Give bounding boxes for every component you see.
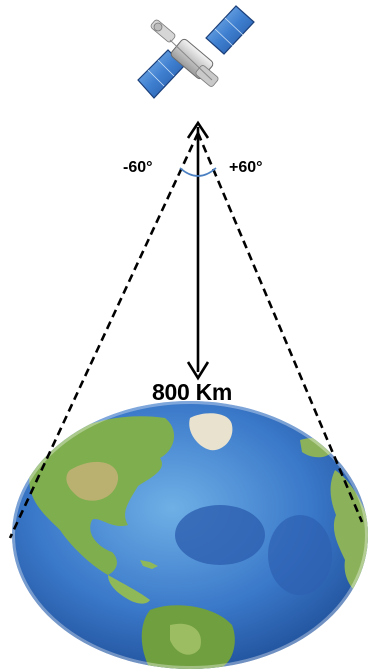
angle-left-label: -60° [123, 159, 153, 176]
satellite-icon [137, 5, 255, 99]
coverage-left-dashed-line [8, 132, 200, 539]
angle-arc [179, 167, 217, 177]
altitude-label: 800 Km [152, 379, 233, 405]
altitude-arrow [186, 120, 210, 381]
coverage-right-dashed-line [196, 132, 364, 523]
earth-globe-icon [12, 401, 368, 669]
angle-right-label: +60° [229, 159, 263, 176]
